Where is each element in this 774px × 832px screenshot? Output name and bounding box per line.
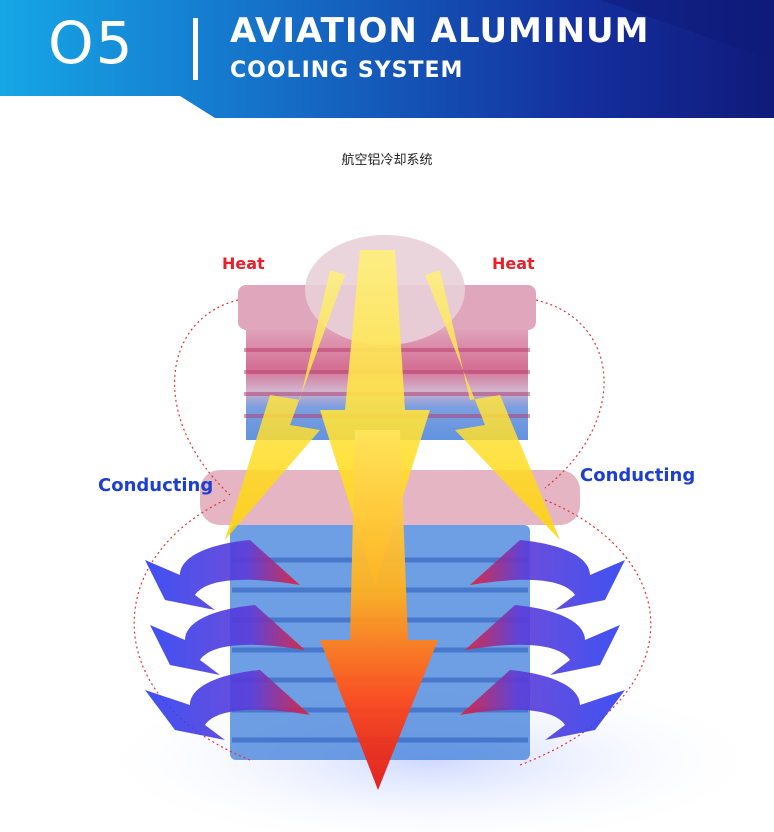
cooling-air-arrows-right: [460, 540, 625, 740]
section-subtitle: COOLING SYSTEM: [230, 58, 464, 83]
heat-circulation-lines: [133, 299, 652, 766]
title-separator: [193, 18, 198, 80]
heat-label-right: Heat: [492, 254, 535, 273]
diagram-caption: 航空铝冷却系统: [341, 153, 433, 168]
section-number: O5: [48, 9, 135, 77]
section-title: AVIATION ALUMINUM: [230, 11, 650, 51]
header-banner: O5 AVIATION ALUMINUM COOLING SYSTEM: [0, 0, 774, 118]
heat-label-left: Heat: [222, 254, 265, 273]
heat-flow-arrows: [225, 250, 560, 790]
conducting-label-left: Conducting: [98, 475, 214, 496]
conducting-label-right: Conducting: [580, 465, 696, 486]
cooling-air-arrows-left: [145, 540, 310, 740]
